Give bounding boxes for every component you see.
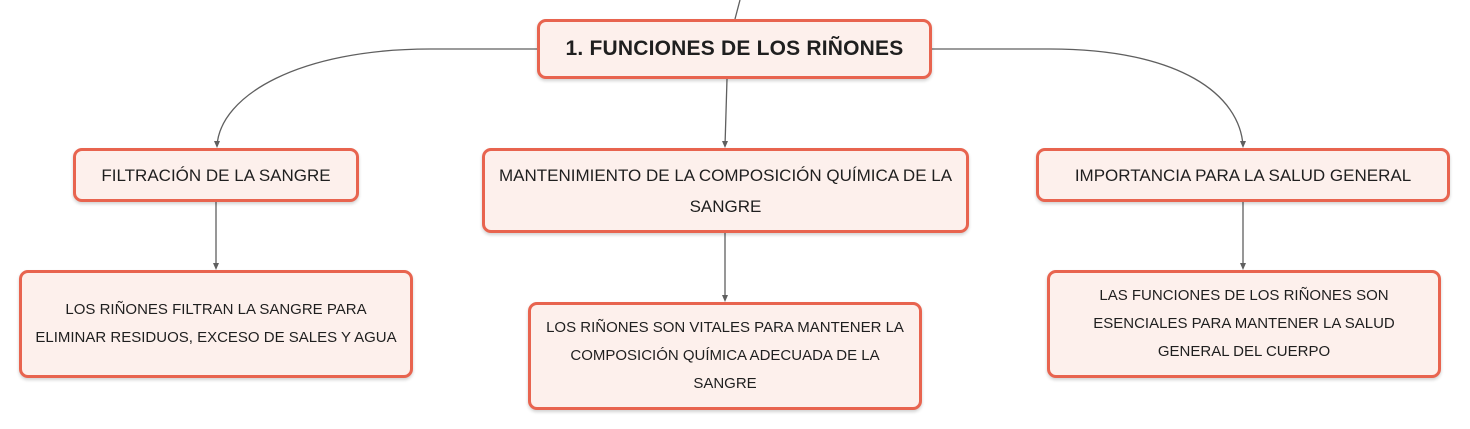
- connector-root-to-branch-3: [932, 48, 1244, 147]
- arrowhead-branch-3: [1240, 141, 1246, 148]
- arrowhead-detail-2: [722, 295, 728, 302]
- detail-topic-text: LOS RIÑONES SON VITALES PARA MANTENER LA…: [546, 319, 904, 392]
- arrowhead-detail-1: [213, 263, 219, 270]
- connector-root-to-branch-1: [216, 48, 537, 147]
- branch-topic-filtration[interactable]: FILTRACIÓN DE LA SANGRE: [73, 148, 359, 202]
- arrowhead-branch-2: [722, 141, 728, 148]
- arrowhead-branch-1: [214, 141, 220, 148]
- root-topic-label: 1. FUNCIONES DE LOS RIÑONES: [565, 37, 904, 60]
- detail-topic-filtration[interactable]: LOS RIÑONES FILTRAN LA SANGRE PARA ELIMI…: [19, 270, 413, 378]
- branch-topic-general-health[interactable]: IMPORTANCIA PARA LA SALUD GENERAL: [1036, 148, 1450, 202]
- branch-topic-label: FILTRACIÓN DE LA SANGRE: [101, 165, 331, 185]
- connector-parent-to-root: [734, 0, 741, 20]
- branch-topic-label: MANTENIMIENTO DE LA COMPOSICIÓN QUÍMICA …: [498, 165, 953, 216]
- root-topic[interactable]: 1. FUNCIONES DE LOS RIÑONES: [537, 19, 932, 79]
- detail-topic-general-health[interactable]: LAS FUNCIONES DE LOS RIÑONES SON ESENCIA…: [1047, 270, 1441, 378]
- branch-topic-label: IMPORTANCIA PARA LA SALUD GENERAL: [1074, 165, 1412, 185]
- connector-root-to-branch-2: [724, 78, 728, 147]
- arrowhead-detail-3: [1240, 263, 1246, 270]
- detail-topic-text: LAS FUNCIONES DE LOS RIÑONES SON ESENCIA…: [1093, 287, 1395, 360]
- detail-topic-text: LOS RIÑONES FILTRAN LA SANGRE PARA ELIMI…: [35, 301, 397, 346]
- detail-topic-chemical-composition[interactable]: LOS RIÑONES SON VITALES PARA MANTENER LA…: [528, 302, 922, 410]
- branch-topic-chemical-composition[interactable]: MANTENIMIENTO DE LA COMPOSICIÓN QUÍMICA …: [482, 148, 969, 233]
